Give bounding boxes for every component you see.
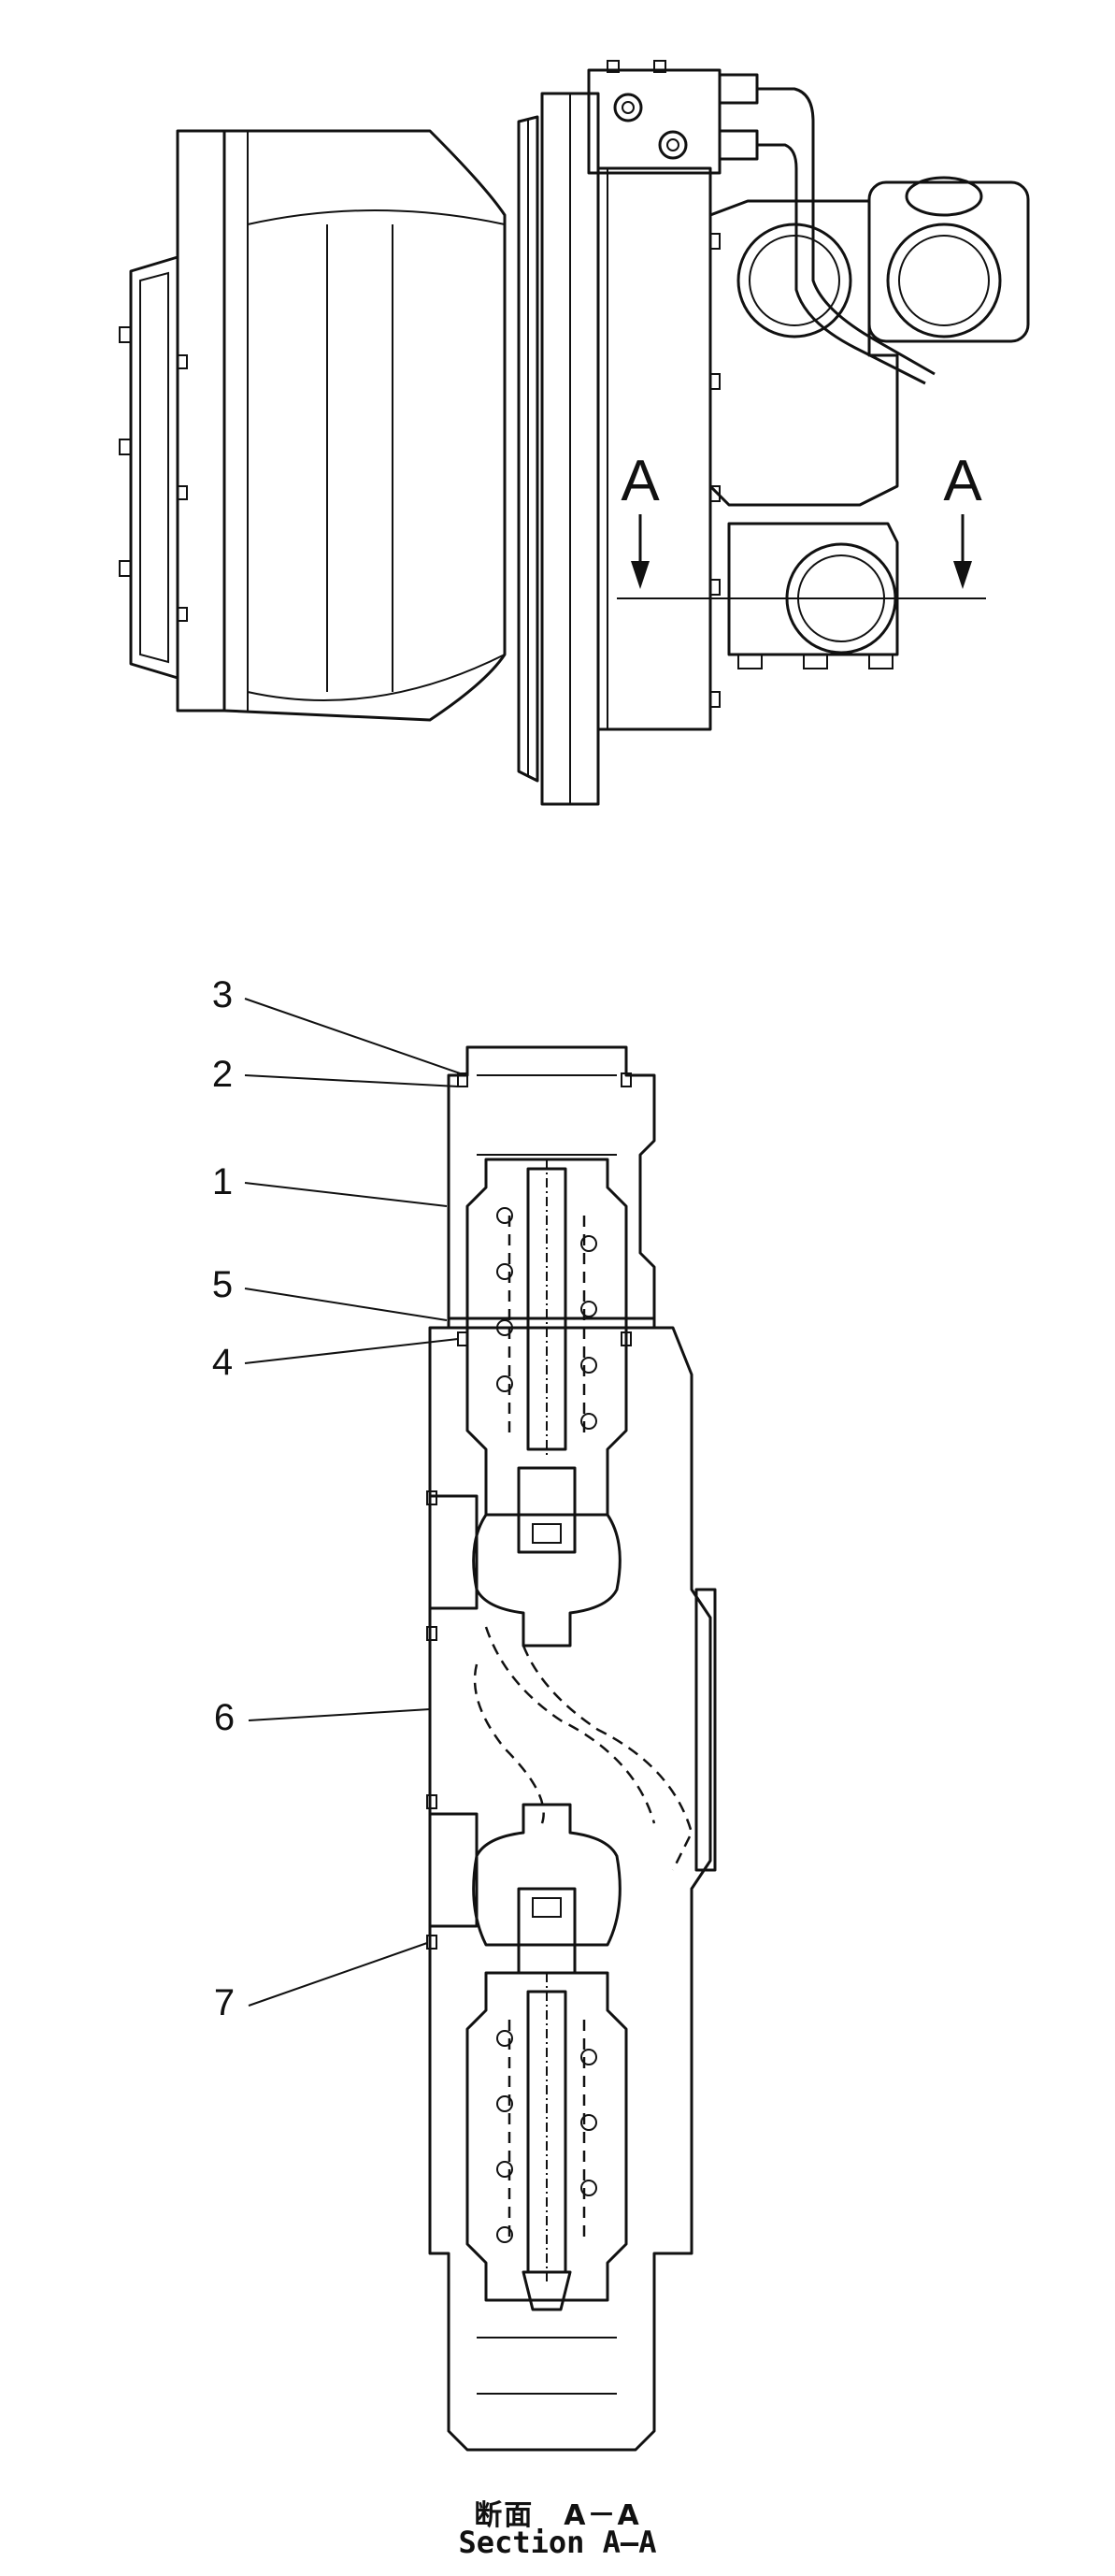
- callout-4-label: 4: [212, 1342, 233, 1383]
- valve-body: [428, 1317, 712, 2452]
- caption-japanese: 断面 A－A: [474, 2499, 641, 2532]
- leader-4: [244, 1338, 459, 1364]
- motor-case-bolts: [709, 233, 721, 708]
- upper-poppet: [517, 1466, 577, 1554]
- leader-1: [244, 1182, 448, 1207]
- rear-cover-cap: [129, 255, 179, 680]
- upper-spool-assembly: [465, 1158, 628, 1648]
- leader-7: [248, 1942, 428, 2007]
- lower-poppet: [517, 1887, 577, 1975]
- arrow-right-icon: [953, 561, 972, 589]
- port-block: [708, 199, 899, 507]
- caption-english: Section A—A: [458, 2525, 657, 2560]
- valve-block-plugs: [607, 60, 688, 160]
- port-bore-left: [736, 223, 852, 338]
- callouts: 3 2 1 5 4 6 7: [212, 974, 466, 2023]
- callout-7-label: 7: [214, 1982, 235, 2023]
- pressure-pipe: [757, 87, 936, 376]
- leader-6: [248, 1708, 431, 1721]
- callout-1-label: 1: [212, 1161, 233, 1202]
- upper-port-housing: [867, 180, 1030, 343]
- pipe-fitting-lower: [718, 129, 759, 161]
- lower-port-block: [727, 522, 899, 656]
- callout-2-label: 2: [212, 1054, 233, 1095]
- side-mounting-pad: [694, 1588, 717, 1872]
- leader-2: [244, 1074, 459, 1087]
- pipe-fitting-upper: [718, 73, 759, 105]
- section-mark-left: A: [621, 449, 660, 513]
- section-indicator: A A: [617, 449, 986, 599]
- sprocket-hub: [222, 129, 507, 722]
- port-lower-left: [430, 1812, 479, 1928]
- valve-block: [587, 68, 722, 175]
- motor-assembly-view: [119, 60, 1030, 806]
- section-mark-right: A: [943, 449, 982, 513]
- leader-5: [244, 1288, 448, 1321]
- arrow-left-icon: [631, 561, 650, 589]
- callout-5-label: 5: [212, 1264, 233, 1305]
- upper-plug: [447, 1045, 656, 1330]
- leader-3: [244, 998, 466, 1076]
- section-view: [426, 1045, 717, 2452]
- lower-spool-assembly: [465, 1803, 628, 2395]
- end-flange: [176, 129, 226, 712]
- port-upper-left: [430, 1494, 479, 1610]
- callout-6-label: 6: [214, 1697, 235, 1738]
- port-bore-right: [886, 223, 1002, 338]
- floating-seal: [517, 115, 539, 783]
- callout-3-label: 3: [212, 974, 233, 1015]
